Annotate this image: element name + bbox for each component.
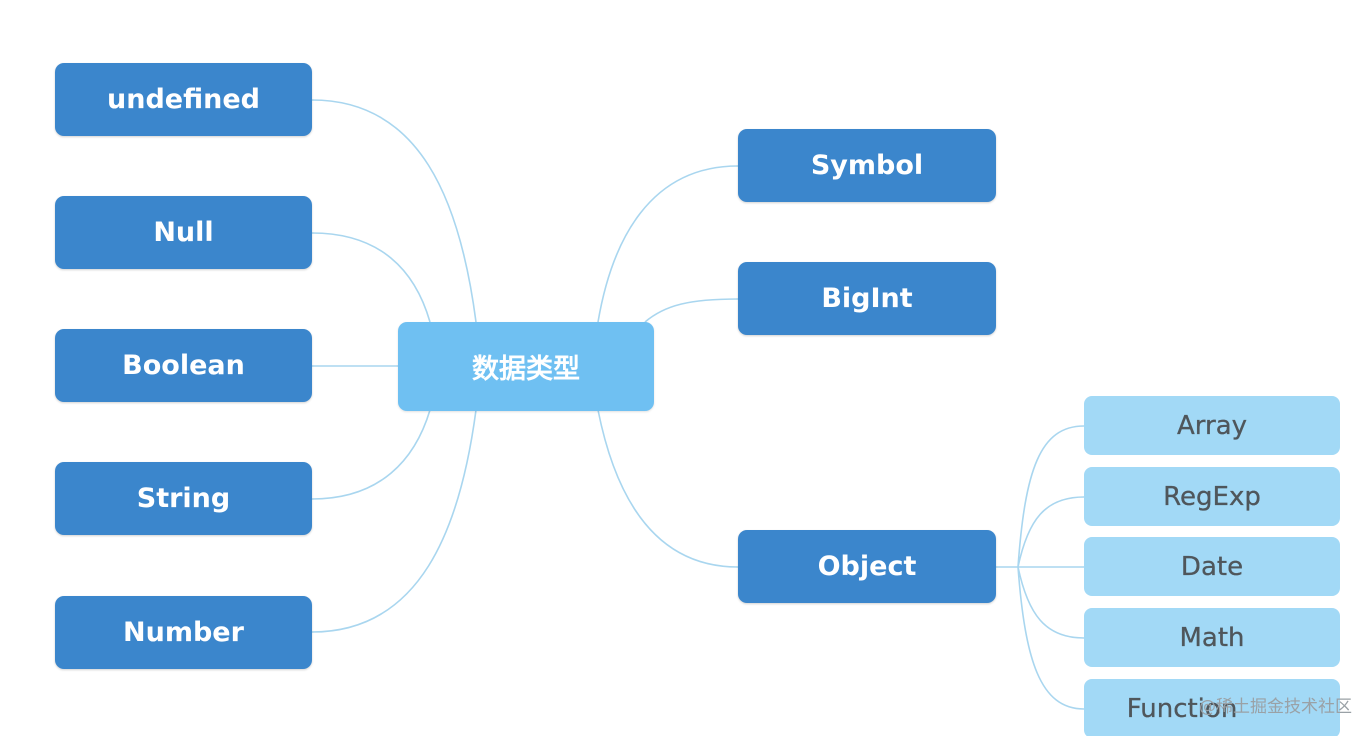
connector-string: [311, 409, 431, 500]
connector-function: [1017, 566, 1085, 710]
connector-object: [597, 409, 739, 568]
node-label: Date: [1180, 551, 1244, 582]
connector-symbol: [597, 165, 739, 323]
node-label: Boolean: [122, 350, 245, 381]
watermark: @稀土掘金技术社区: [1199, 697, 1352, 717]
node-label: Null: [153, 217, 214, 248]
node-label: Array: [1176, 410, 1248, 441]
node-math[interactable]: Math: [1084, 608, 1340, 667]
node-label: Math: [1179, 622, 1245, 653]
center-node-label: 数据类型: [472, 354, 580, 385]
node-date[interactable]: Date: [1084, 537, 1340, 596]
node-object[interactable]: Object: [738, 530, 996, 603]
connector-array: [1017, 425, 1085, 568]
node-boolean[interactable]: Boolean: [55, 329, 312, 402]
node-label: Number: [123, 617, 244, 648]
node-regexp[interactable]: RegExp: [1084, 467, 1340, 526]
node-label: String: [136, 483, 231, 514]
node-label: RegExp: [1163, 481, 1261, 512]
node-label: Function: [1126, 693, 1238, 724]
node-bigint[interactable]: BigInt: [738, 262, 996, 335]
node-symbol[interactable]: Symbol: [738, 129, 996, 202]
connector-regexp: [1017, 496, 1085, 568]
node-label: Symbol: [810, 150, 924, 181]
node-function[interactable]: Function: [1084, 679, 1340, 736]
node-null[interactable]: Null: [55, 196, 312, 269]
center-node-data-types[interactable]: 数据类型: [398, 322, 654, 411]
connector-undefined: [311, 99, 477, 323]
node-undefined[interactable]: undefined: [55, 63, 312, 136]
connector-null: [311, 232, 431, 323]
connector-bigint: [644, 298, 739, 323]
node-label: Object: [817, 551, 917, 582]
node-array[interactable]: Array: [1084, 396, 1340, 455]
node-label: BigInt: [821, 283, 913, 314]
connector-math: [1017, 566, 1085, 639]
node-label: undefined: [107, 84, 260, 115]
node-number[interactable]: Number: [55, 596, 312, 669]
connector-number: [311, 409, 477, 633]
node-string[interactable]: String: [55, 462, 312, 535]
